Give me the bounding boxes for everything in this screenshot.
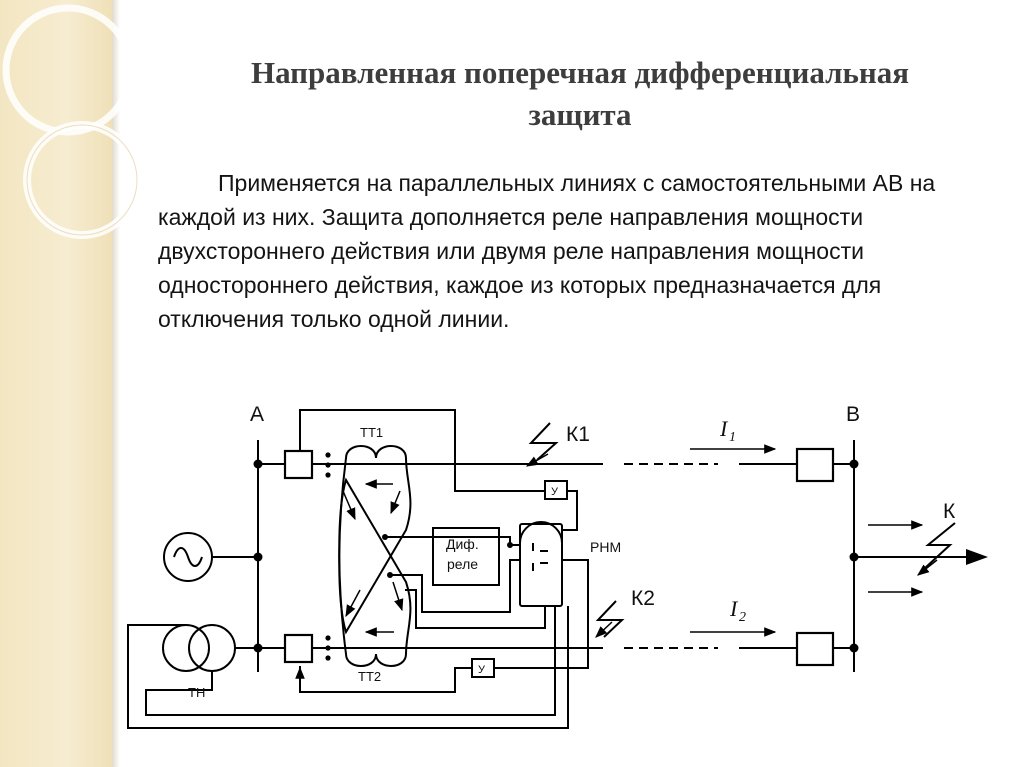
diff-relay-label-1: Диф.	[446, 536, 479, 552]
current-i1-subscript: 1	[729, 430, 736, 445]
breaker-b-line2	[795, 631, 835, 667]
amp-2-label: У	[478, 664, 486, 676]
current-i2-symbol: I	[729, 596, 739, 621]
current-i1-symbol: I	[719, 416, 729, 441]
bus-b-label: В	[846, 403, 860, 426]
ct2-label: ТТ2	[358, 669, 381, 684]
breaker-b-line1	[795, 447, 835, 483]
decorative-band-shadow	[112, 0, 120, 767]
bus-a-label: А	[250, 403, 264, 426]
generator-symbol	[163, 532, 213, 582]
fault-k1-label: К1	[566, 423, 590, 446]
body-paragraph: Применяется на параллельных линиях с сам…	[158, 170, 936, 332]
title-line-2: защита	[528, 97, 632, 132]
decorative-rings	[2, 4, 140, 239]
rnm-box	[519, 523, 563, 607]
vt-label: ТН	[188, 685, 205, 700]
current-i2-subscript: 2	[739, 610, 746, 625]
ct1-label: ТТ1	[360, 425, 383, 440]
breaker-a-line1	[283, 449, 314, 480]
breaker-a-line2	[283, 633, 314, 664]
fault-k-label: К	[943, 500, 956, 523]
circuit-diagram: А В К1 К2 К ТТ1 ТТ2 ТН РНМ Диф. реле У У…	[127, 403, 988, 729]
title-line-1: Направленная поперечная дифференциальная	[250, 55, 910, 90]
vt-winding-1	[162, 624, 210, 672]
diff-relay-label-2: реле	[447, 556, 478, 572]
ct2-shape	[338, 477, 412, 667]
fault-k2-label: К2	[631, 587, 655, 610]
diff-relay-box	[432, 527, 500, 586]
amp-1-label: У	[551, 486, 559, 498]
slide-title: Направленная поперечная дифференциальная…	[150, 52, 1010, 136]
vt-winding-2	[188, 624, 236, 672]
rnm-label: РНМ	[590, 539, 621, 555]
